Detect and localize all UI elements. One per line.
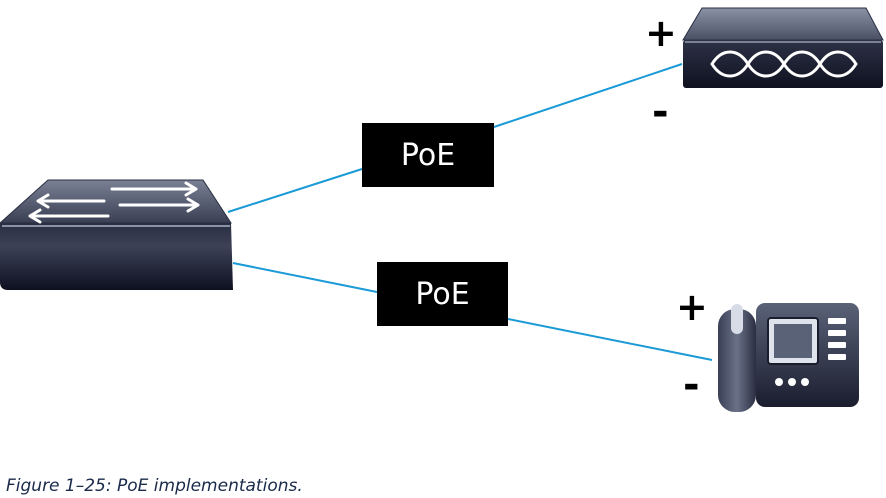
switch-arrows-icon — [28, 181, 200, 224]
bottom-device-minus-sign: - — [683, 362, 700, 408]
top-poe-label: PoE — [362, 123, 494, 187]
network-switch-icon — [0, 179, 233, 290]
figure-caption: Figure 1–25: PoE implementations. — [6, 476, 303, 496]
bottom-poe-to-phone-line — [507, 318, 713, 361]
bottom-device-plus-sign: + — [676, 285, 708, 329]
top-poe-to-injector-line — [493, 63, 683, 128]
injector-ports-icon — [710, 50, 858, 78]
switch-to-top-poe-line — [227, 168, 363, 213]
ip-phone-icon — [718, 303, 859, 412]
bottom-poe-label: PoE — [377, 262, 508, 326]
top-device-minus-sign: - — [652, 89, 669, 135]
bottom-poe-label-text: PoE — [415, 276, 470, 312]
top-device-plus-sign: + — [645, 11, 677, 55]
link-lines — [227, 63, 713, 361]
switch-to-bottom-poe-line — [232, 262, 378, 293]
top-poe-label-text: PoE — [400, 137, 456, 173]
poe-injector-icon — [682, 7, 884, 88]
